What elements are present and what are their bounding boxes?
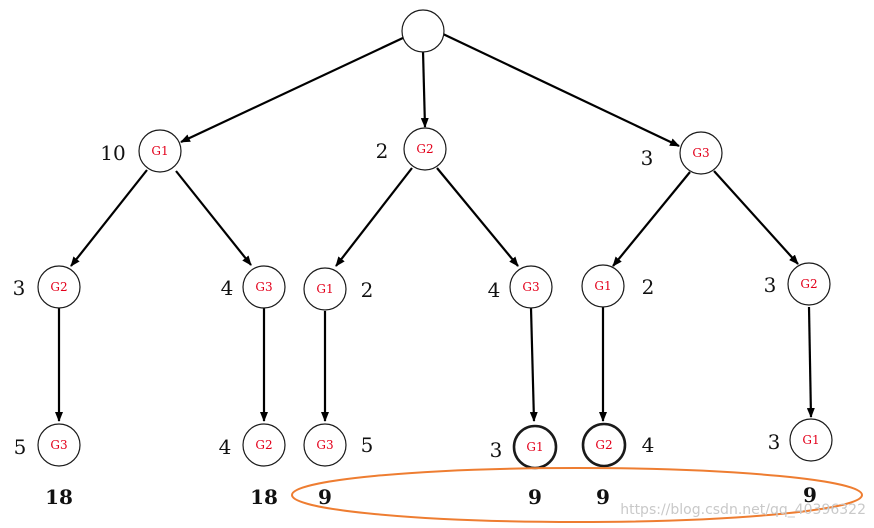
edge-l1-1-l2-2 — [175, 170, 252, 266]
weight-label: 4 — [221, 276, 234, 300]
path-total: 9 — [528, 485, 542, 509]
weight-label: 3 — [641, 146, 654, 170]
node-label: G2 — [595, 438, 612, 452]
node-label: G2 — [50, 280, 67, 294]
weight-label: 2 — [361, 278, 374, 302]
path-total: 18 — [45, 485, 73, 509]
node-label: G1 — [594, 279, 611, 293]
weight-label: 3 — [764, 273, 777, 297]
node-label: G1 — [526, 440, 543, 454]
level3-node-3: G3 — [303, 423, 347, 467]
level3-node-1: G3 — [37, 423, 81, 467]
edge-root-l1-2 — [420, 50, 429, 128]
node-label: G3 — [255, 280, 272, 294]
path-total: 9 — [596, 485, 610, 509]
node-label: G1 — [151, 144, 168, 158]
level2-node-1: G2 — [37, 265, 81, 309]
node-label: G2 — [800, 277, 817, 291]
edge-l1-1-l2-1 — [70, 169, 148, 267]
weight-label: 2 — [376, 139, 389, 163]
watermark-text: https://blog.csdn.net/qq_40396322 — [620, 502, 866, 518]
level2-node-4: G3 — [509, 265, 553, 309]
edge-l1-3-l2-5 — [612, 171, 691, 267]
node-label: G1 — [316, 282, 333, 296]
level1-node-1: G1 — [138, 129, 182, 173]
level3-node-6: G1 — [789, 418, 833, 462]
level3-node-2: G2 — [242, 423, 286, 467]
path-total: 9 — [803, 483, 817, 507]
weight-label: 3 — [490, 438, 503, 462]
path-total: 9 — [318, 485, 332, 509]
weight-label: 2 — [642, 275, 655, 299]
weight-label: 3 — [13, 276, 26, 300]
level1-node-2: G2 — [403, 127, 447, 171]
edges — [55, 33, 815, 422]
weight-label: 4 — [488, 278, 501, 302]
node-label: G3 — [522, 280, 539, 294]
level1-node-3: G3 — [679, 131, 723, 175]
level3-node-4: G1 — [512, 424, 558, 470]
edge-root-l1-1 — [180, 36, 406, 143]
node-label: G1 — [802, 433, 819, 447]
node-label: G2 — [416, 142, 433, 156]
weight-label: 5 — [361, 433, 374, 457]
level2-node-5: G1 — [581, 264, 625, 308]
weight-label: 4 — [219, 435, 232, 459]
level2-node-3: G1 — [303, 267, 347, 311]
weight-label: 4 — [642, 433, 655, 457]
edge-l1-2-l2-3 — [335, 167, 413, 267]
level2-node-6: G2 — [787, 262, 831, 306]
level2-node-2: G3 — [242, 265, 286, 309]
root-node — [401, 9, 445, 53]
node-label: G3 — [50, 438, 67, 452]
weight-label: 3 — [768, 430, 781, 454]
weight-label: 10 — [100, 141, 125, 165]
node-label: G3 — [316, 438, 333, 452]
level3-node-5: G2 — [581, 422, 627, 468]
edge-l2-6-l3-6 — [806, 306, 815, 418]
edge-l1-2-l2-4 — [436, 167, 519, 267]
edge-root-l1-3 — [442, 33, 680, 147]
weight-label: 5 — [14, 435, 27, 459]
node-label: G3 — [692, 146, 709, 160]
edge-l1-3-l2-6 — [713, 170, 799, 265]
node-label: G2 — [255, 438, 272, 452]
edge-l2-4-l3-4 — [529, 307, 538, 422]
path-total: 18 — [250, 485, 278, 509]
highlight-ellipse — [291, 467, 863, 523]
